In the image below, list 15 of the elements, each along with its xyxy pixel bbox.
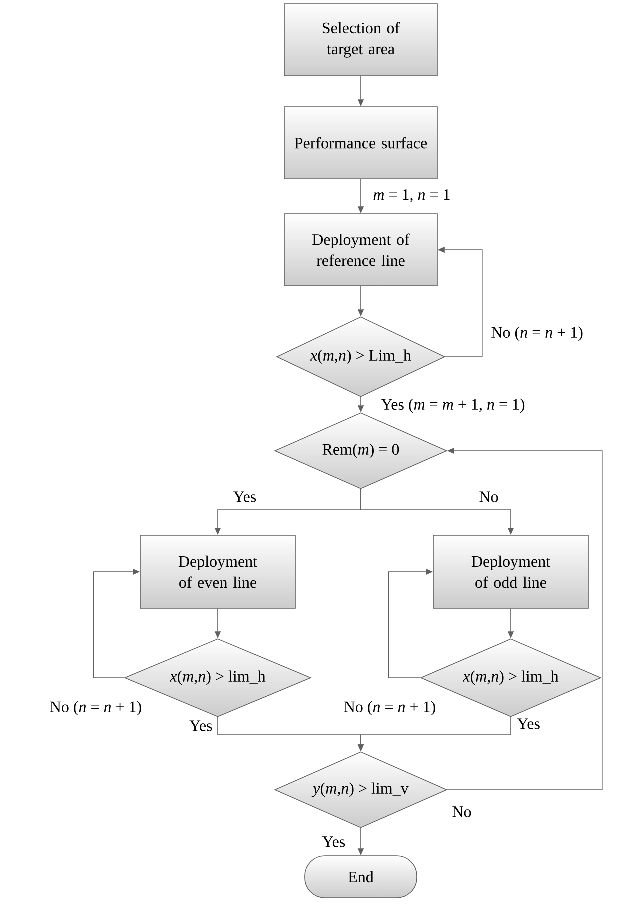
process-box: Deployment of odd line: [433, 535, 589, 609]
process-box: Deployment of reference line: [284, 214, 438, 286]
edge-label: Yes: [321, 836, 347, 848]
edge-label: Yes (m = m + 1, n = 1): [380, 398, 526, 414]
edge-label: Yes: [516, 718, 542, 730]
edge-label: Yes: [188, 720, 214, 732]
edge-label: Yes: [232, 490, 258, 504]
process-box: Deployment of even line: [140, 535, 296, 609]
process-box: Performance surface: [284, 106, 438, 180]
edge-label: No: [478, 490, 500, 504]
edge-label: m = 1, n = 1: [372, 188, 452, 204]
process-box: Selection of target area: [284, 4, 438, 76]
terminal-box: End: [304, 856, 418, 898]
edge-label: No: [451, 806, 473, 818]
edge-label: No (n = n + 1): [490, 326, 584, 342]
